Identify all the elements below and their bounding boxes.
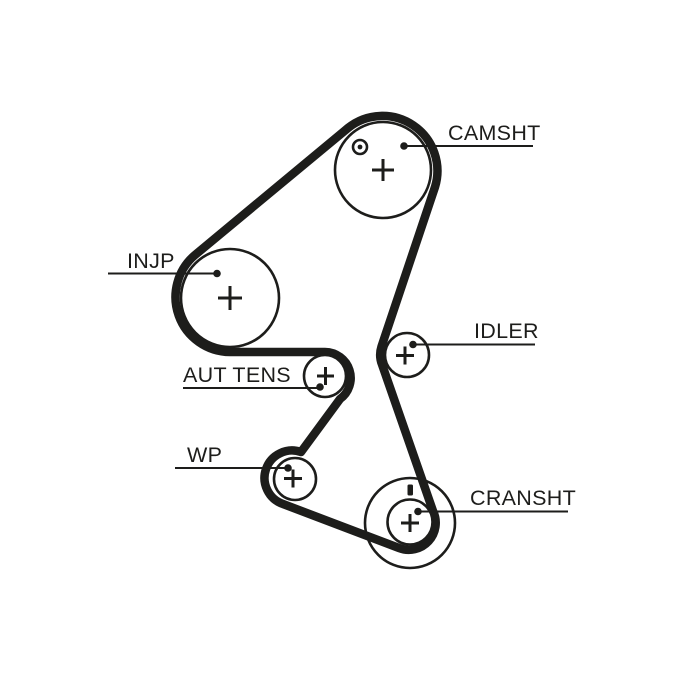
tensioner-label: AUT TENS <box>183 363 291 387</box>
crankshaft-outer-ring <box>363 476 457 570</box>
crankshaft-leader-dot <box>414 507 422 516</box>
timing-belt <box>171 111 442 555</box>
tensioner-leader-dot <box>316 383 324 391</box>
injection-pump-leader-dot <box>213 269 221 278</box>
crankshaft-center-cross-icon <box>401 514 419 532</box>
camshaft-label: CAMSHT <box>448 121 541 145</box>
camshaft-timing-mark-dot <box>357 144 363 150</box>
idler-center-cross-icon <box>396 346 414 365</box>
camshaft-leader-dot <box>400 142 408 150</box>
water-pump-label: WP <box>187 443 222 467</box>
crankshaft-label: CRANSHT <box>470 486 576 510</box>
idler-label: IDLER <box>474 319 539 343</box>
camshaft-center-cross-icon <box>372 159 394 181</box>
tensioner-center-cross-icon <box>317 367 334 385</box>
crankshaft-timing-mark-icon <box>407 484 413 496</box>
idler-leader-dot <box>409 340 417 349</box>
injection-pump-center-cross-icon <box>218 286 242 310</box>
injection-pump-label: INJP <box>127 249 175 273</box>
water-pump-center-cross-icon <box>284 469 302 488</box>
water-pump-leader-dot <box>284 464 292 472</box>
